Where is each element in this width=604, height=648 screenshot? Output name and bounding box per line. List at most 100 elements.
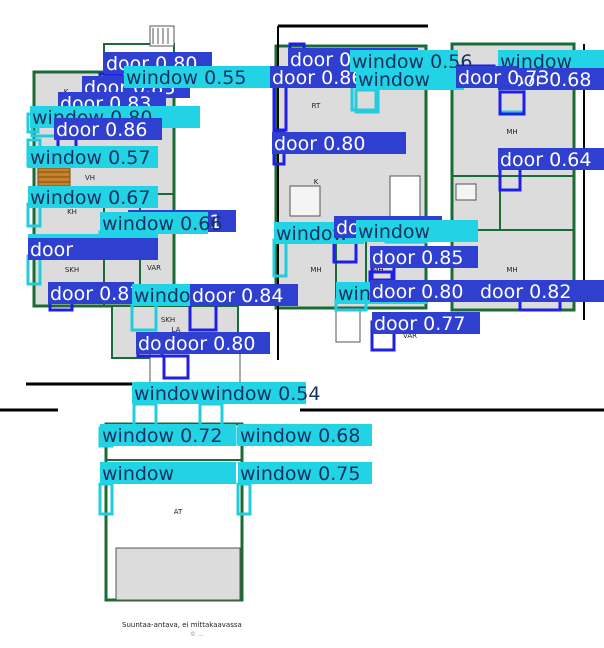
label-text: window 0.68	[240, 425, 360, 447]
label-background	[198, 382, 306, 404]
window-detection-label: window 0.72	[100, 424, 236, 447]
room-label: SKH	[65, 266, 79, 274]
label-text: door 0.73	[458, 67, 549, 89]
window-detection-label: window 0.75	[238, 462, 372, 485]
room-label: VAR	[403, 332, 417, 340]
label-text: door 0.68	[500, 69, 591, 91]
door-detection-label: door 0.80	[272, 132, 406, 155]
room-label: MH	[506, 128, 517, 136]
label-text: door 0.80	[372, 281, 463, 303]
label-background	[238, 462, 372, 484]
door-detection-label: door 0.86	[270, 66, 363, 89]
window-detection-label: window 0.57	[28, 146, 158, 169]
label-text: window 0.54	[200, 383, 320, 405]
door-detection-label: door 0.87	[48, 282, 141, 305]
window-detection-label: window 0.54	[198, 382, 320, 405]
label-text: door 0.86	[56, 119, 147, 141]
room-label: VAR	[147, 264, 161, 272]
label-background	[498, 50, 604, 72]
room-label: MH	[372, 266, 383, 274]
door-detection-label: door 0.80	[162, 332, 270, 355]
label-text: door 0.80	[274, 133, 365, 155]
label-background	[100, 212, 208, 234]
room-label: SKH	[161, 316, 175, 324]
door-detection-label: door 0.85	[370, 246, 478, 269]
label-background	[28, 238, 158, 260]
label-background	[100, 462, 236, 484]
label-background	[356, 68, 464, 90]
label-background	[456, 66, 518, 88]
label-text: door 0.85	[372, 247, 463, 269]
label-text: window 0.72	[102, 425, 222, 447]
room-label: MH	[506, 266, 517, 274]
door-detection-label: door 0.84	[190, 284, 298, 307]
window-detection-label: window 0.66	[100, 212, 222, 235]
label-background	[372, 312, 480, 334]
plan-caption: Suuntaa-antava, ei mittakaavassa	[122, 621, 242, 629]
room-label: KH	[67, 208, 77, 216]
room-label: K	[314, 178, 319, 186]
label-text: door 0.82	[480, 281, 571, 303]
label-text: door 0.80	[164, 333, 255, 355]
label-text: door	[30, 239, 73, 261]
window-detection-label: window 0.67	[28, 186, 158, 209]
window-detection-label: window	[356, 220, 478, 243]
label-text: window	[500, 51, 572, 73]
room-label: VH	[85, 174, 95, 182]
label-background	[124, 66, 274, 88]
label-background	[28, 146, 158, 168]
label-text: window 0.67	[30, 187, 150, 209]
window-detection-label: window 0.56	[350, 50, 472, 73]
label-background	[370, 280, 478, 302]
label-background	[270, 66, 360, 88]
label-background	[28, 186, 158, 208]
door-detection-label: door 0.80	[370, 280, 478, 303]
label-background	[190, 284, 298, 306]
label-background	[356, 220, 478, 242]
label-text: window 0.66	[102, 213, 222, 235]
label-background	[478, 280, 604, 302]
window-detection-label: window 0.68	[238, 424, 372, 447]
room-label: AT	[174, 508, 183, 516]
label-background	[498, 148, 604, 170]
label-text: door 0.77	[374, 313, 465, 335]
label-text: window 0.55	[126, 67, 246, 89]
label-text: window	[358, 221, 430, 243]
window-detection-label: window	[356, 68, 464, 91]
label-background	[272, 132, 406, 154]
room-label: MH	[310, 266, 321, 274]
door-detection-label: door 0.82	[478, 280, 604, 303]
label-text: door 0.86	[272, 67, 363, 89]
door-detection-label: door	[28, 238, 158, 261]
label-background	[48, 282, 134, 304]
window-detection-label: window	[498, 50, 604, 73]
door-detection-label: door 0.77	[372, 312, 480, 335]
label-text: window	[134, 285, 206, 307]
plan-caption-small: © ...	[190, 631, 204, 638]
door-detection-label: door 0.68	[498, 68, 604, 91]
label-background	[498, 68, 604, 90]
door-detection-label: door 0.86	[54, 118, 162, 141]
label-background	[238, 424, 372, 446]
label-text: window	[358, 69, 430, 91]
label-background	[162, 332, 270, 354]
label-background	[100, 424, 236, 446]
label-text: window 0.56	[352, 51, 472, 73]
label-text: window 0.57	[30, 147, 150, 169]
door-detection-label: door 0.64	[498, 148, 604, 171]
label-text: window 0.75	[240, 463, 360, 485]
label-text: door 0.64	[500, 149, 591, 171]
label-background	[54, 118, 162, 140]
door-detection-box	[498, 90, 526, 116]
window-detection-label: window	[100, 462, 236, 485]
room-label: LA	[172, 326, 181, 334]
label-text: door 0.84	[192, 285, 283, 307]
label-text: door 0.87	[50, 283, 141, 305]
room-label: RT	[312, 102, 321, 110]
label-background	[370, 246, 478, 268]
label-background	[350, 50, 458, 72]
label-text: window	[102, 463, 174, 485]
